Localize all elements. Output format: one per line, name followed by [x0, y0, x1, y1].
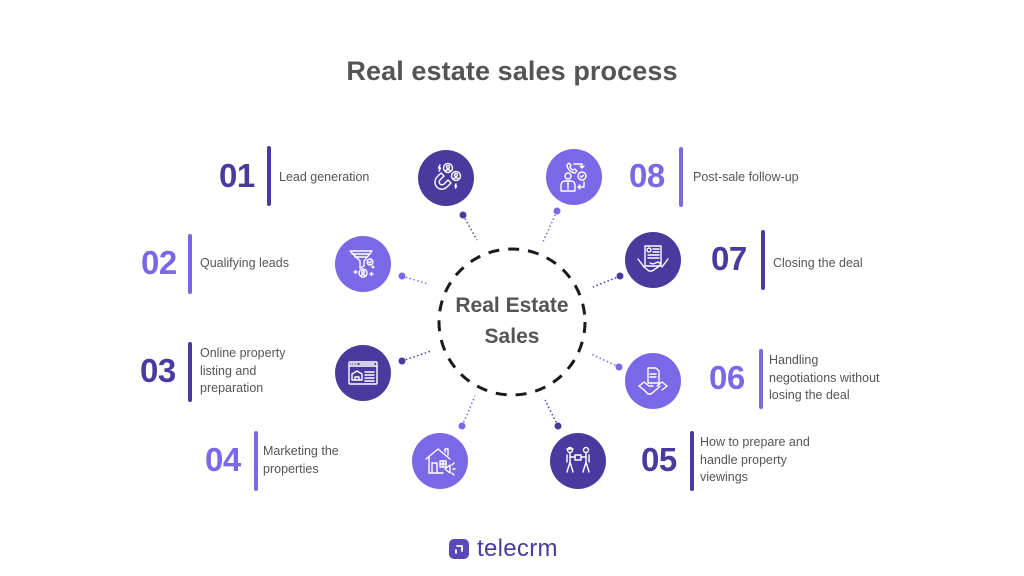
contract-handshake-icon — [637, 245, 669, 272]
step-number: 02 — [141, 244, 177, 281]
step-label-line: Qualifying leads — [200, 256, 289, 270]
step-label-line: listing and — [200, 363, 257, 378]
step-label: How to prepare and handle property viewi… — [700, 434, 810, 487]
step-label-line: Closing the deal — [773, 256, 863, 270]
step-label: Post-sale follow-up — [693, 169, 799, 187]
step-label: Handling negotiations without losing the… — [769, 352, 880, 405]
step-divider-bar — [679, 147, 683, 207]
page-title: Real estate sales process — [346, 56, 678, 86]
step-08-icon-circle — [546, 149, 602, 205]
house-megaphone-icon — [425, 448, 456, 476]
step-label-line: viewings — [700, 470, 748, 484]
step-divider-bar — [254, 431, 258, 491]
step-02-icon-circle — [335, 236, 391, 292]
step-03-icon-circle — [335, 345, 391, 401]
step-divider-bar — [759, 349, 763, 409]
telecrm-logo-text: telecrm — [477, 535, 558, 562]
center-label-line2: Sales — [484, 325, 540, 348]
step-label: Online property listing and preparation — [200, 345, 285, 398]
funnel-icon — [349, 250, 375, 278]
step-04-icon-circle — [412, 433, 468, 489]
magnet-leads-icon — [434, 162, 462, 190]
handshake-document-icon — [638, 367, 668, 395]
center-label: Real Estate Sales — [437, 290, 587, 352]
people-handover-icon — [566, 446, 590, 473]
step-label-line: negotiations without — [769, 370, 880, 385]
call-followup-icon — [560, 162, 587, 192]
step-divider-bar — [267, 146, 271, 206]
step-label: Lead generation — [279, 169, 369, 187]
step-label-line: losing the deal — [769, 388, 850, 402]
step-number: 06 — [709, 359, 745, 396]
step-label-line: Post-sale follow-up — [693, 170, 799, 184]
step-divider-bar — [188, 342, 192, 402]
step-label: Qualifying leads — [200, 255, 289, 273]
step-label-line: Lead generation — [279, 170, 370, 184]
step-label-line: Handling — [769, 353, 819, 367]
center-label-line1: Real Estate — [455, 294, 569, 317]
step-label: Marketing the properties — [263, 443, 339, 478]
step-number: 08 — [629, 157, 665, 194]
step-number: 01 — [219, 157, 255, 194]
step-number: 07 — [711, 240, 747, 277]
step-label-line: preparation — [200, 381, 264, 395]
step-07-icon-circle — [625, 232, 681, 288]
step-divider-bar — [761, 230, 765, 290]
step-label-line: Marketing the — [263, 444, 339, 458]
telecrm-logo: telecrm — [449, 534, 558, 564]
telecrm-logo-icon — [449, 539, 469, 559]
step-divider-bar — [690, 431, 694, 491]
web-listing-icon — [348, 361, 378, 385]
step-label: Closing the deal — [773, 255, 863, 273]
step-01-icon-circle — [418, 150, 474, 206]
step-number: 04 — [205, 441, 241, 478]
step-06-icon-circle — [625, 353, 681, 409]
step-label-line: handle property — [700, 452, 787, 467]
step-number: 03 — [140, 352, 176, 389]
step-number: 05 — [641, 441, 677, 478]
step-label-line: How to prepare and — [700, 435, 810, 449]
step-05-icon-circle — [550, 433, 606, 489]
step-label-line: properties — [263, 461, 319, 476]
center-dashed-circle — [437, 247, 587, 397]
step-divider-bar — [188, 234, 192, 294]
step-label-line: Online property — [200, 346, 286, 360]
